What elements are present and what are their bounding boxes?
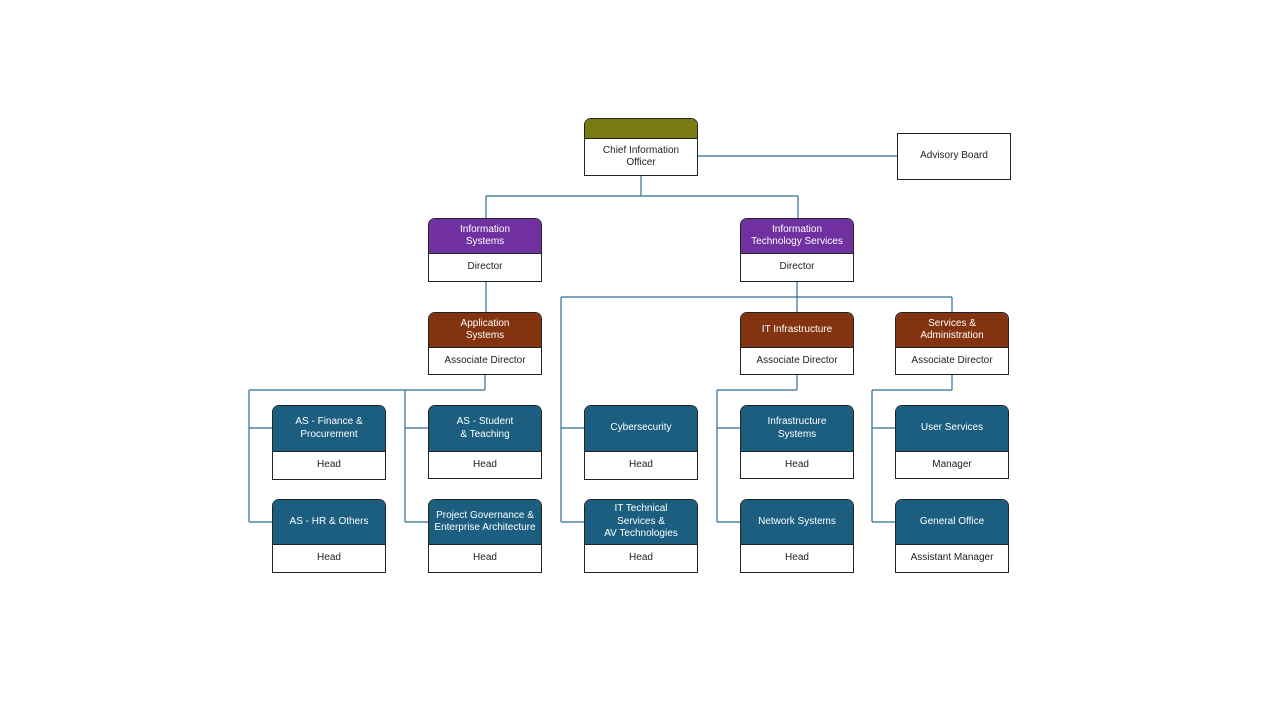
- assoc-infra-title: Associate Director: [756, 354, 838, 366]
- unit-hr-label: AS - HR & Others: [273, 500, 385, 545]
- unit-infrastructure-systems: Infrastructure Systems Head: [740, 405, 854, 479]
- unit-network-label: Network Systems: [741, 500, 853, 545]
- unit-infra-sys-title: Head: [785, 458, 809, 470]
- unit-cybersecurity: Cybersecurity Head: [584, 405, 698, 480]
- cio-title: Chief Information Officer: [602, 144, 680, 169]
- cio-header: [585, 119, 697, 139]
- cio-box: Chief Information Officer: [584, 118, 698, 176]
- unit-user-svc-title: Manager: [932, 458, 972, 470]
- unit-network-title: Head: [785, 552, 809, 564]
- director-its-title: Director: [779, 261, 815, 273]
- unit-as-student: AS - Student & Teaching Head: [428, 405, 542, 479]
- advisory-board-label: Advisory Board: [920, 150, 988, 162]
- unit-pgea-label: Project Governance & Enterprise Architec…: [429, 500, 541, 545]
- director-is-title: Director: [467, 261, 503, 273]
- unit-it-technical-services: IT Technical Services & AV Technologies …: [584, 499, 698, 573]
- unit-hr-title: Head: [317, 552, 341, 564]
- unit-infra-sys-label: Infrastructure Systems: [741, 406, 853, 452]
- assoc-dir-services-admin: Services & Administration Associate Dire…: [895, 312, 1009, 375]
- assoc-svc-label: Services & Administration: [896, 313, 1008, 348]
- unit-as-finance: AS - Finance & Procurement Head: [272, 405, 386, 480]
- unit-finance-title: Head: [317, 459, 341, 471]
- unit-ittech-title: Head: [629, 552, 653, 564]
- director-is-label: Information Systems: [429, 219, 541, 254]
- unit-student-label: AS - Student & Teaching: [429, 406, 541, 452]
- assoc-app-label: Application Systems: [429, 313, 541, 348]
- unit-cyber-label: Cybersecurity: [585, 406, 697, 452]
- unit-cyber-title: Head: [629, 459, 653, 471]
- advisory-board-box: Advisory Board: [897, 133, 1011, 180]
- unit-student-title: Head: [473, 458, 497, 470]
- unit-general-title: Assistant Manager: [910, 552, 994, 564]
- unit-general-label: General Office: [896, 500, 1008, 545]
- assoc-infra-label: IT Infrastructure: [741, 313, 853, 348]
- assoc-dir-it-infrastructure: IT Infrastructure Associate Director: [740, 312, 854, 375]
- unit-user-services: User Services Manager: [895, 405, 1009, 479]
- unit-general-office: General Office Assistant Manager: [895, 499, 1009, 573]
- unit-user-svc-label: User Services: [896, 406, 1008, 452]
- director-its-label: Information Technology Services: [741, 219, 853, 254]
- director-information-systems: Information Systems Director: [428, 218, 542, 282]
- unit-finance-label: AS - Finance & Procurement: [273, 406, 385, 452]
- unit-network-systems: Network Systems Head: [740, 499, 854, 573]
- unit-as-hr: AS - HR & Others Head: [272, 499, 386, 573]
- assoc-svc-title: Associate Director: [911, 354, 993, 366]
- unit-pgea-title: Head: [473, 552, 497, 564]
- assoc-app-title: Associate Director: [444, 354, 526, 366]
- unit-ittech-label: IT Technical Services & AV Technologies: [585, 500, 697, 545]
- director-it-services: Information Technology Services Director: [740, 218, 854, 282]
- assoc-dir-application-systems: Application Systems Associate Director: [428, 312, 542, 375]
- unit-project-governance: Project Governance & Enterprise Architec…: [428, 499, 542, 573]
